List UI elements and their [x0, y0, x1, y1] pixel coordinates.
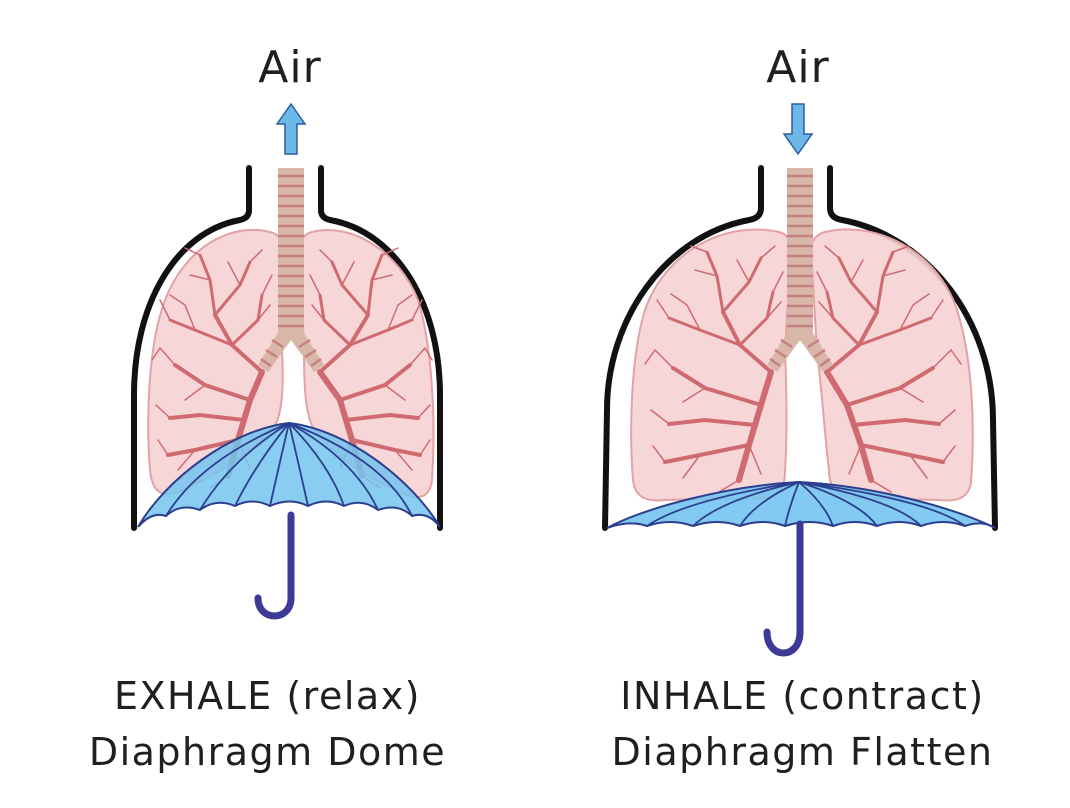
exhale-title: EXHALE (relax): [113, 674, 422, 718]
air-out-arrow-icon: [275, 102, 307, 155]
exhale-subtitle: Diaphragm Dome: [88, 730, 447, 774]
exhale-air-label: Air: [258, 42, 322, 93]
flattened-diaphragm-umbrella: [606, 480, 996, 657]
domed-diaphragm-umbrella: [137, 421, 441, 620]
inhale-caption: INHALE (contract) Diaphragm Flatten: [535, 668, 1070, 780]
inhale-subtitle: Diaphragm Flatten: [611, 730, 994, 774]
chest-outline: [131, 165, 443, 531]
inhale-air-label: Air: [766, 42, 830, 93]
exhale-diagram: [131, 102, 443, 620]
trachea: [767, 168, 833, 372]
air-in-arrow-icon: [782, 103, 814, 156]
exhale-caption: EXHALE (relax) Diaphragm Dome: [0, 668, 535, 780]
inhale-diagram: [602, 103, 998, 657]
exhale-panel: Air: [0, 42, 535, 780]
right-bronchial-tree: [309, 247, 433, 489]
left-bronchial-tree: [644, 245, 784, 493]
right-bronchial-tree: [816, 245, 962, 493]
umbrella-handle: [254, 511, 295, 620]
umbrella-handle: [763, 520, 804, 657]
inhale-panel: Air: [535, 0, 1070, 808]
inhale-title: INHALE (contract): [620, 674, 985, 718]
trachea: [258, 168, 324, 372]
